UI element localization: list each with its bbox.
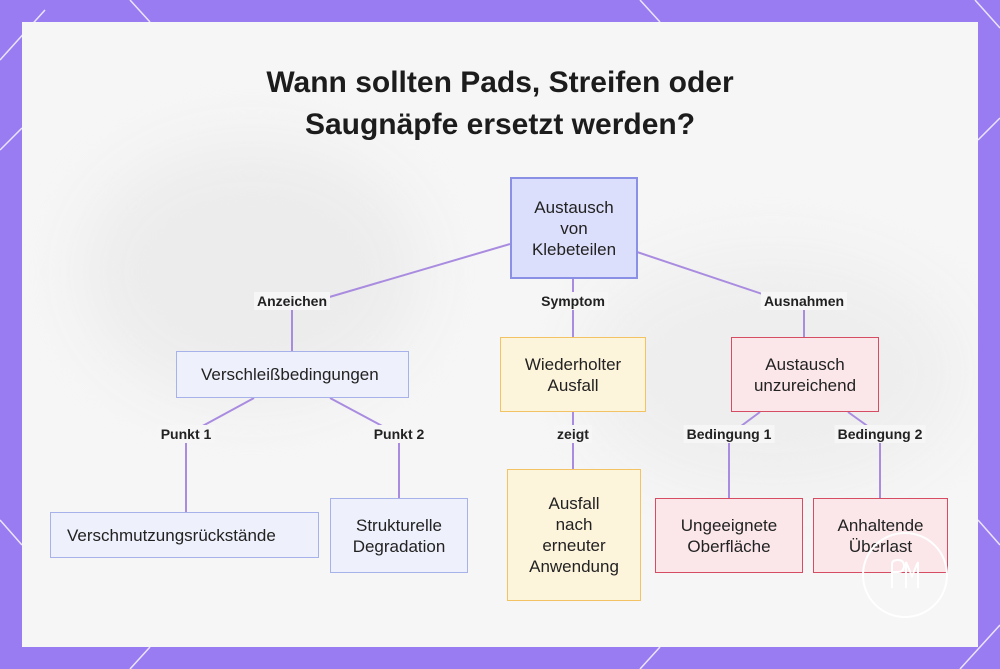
diagram-card: Wann sollten Pads, Streifen oder Saugnäp… <box>22 22 978 647</box>
diagram-title: Wann sollten Pads, Streifen oder Saugnäp… <box>22 62 978 146</box>
edge-label-condition1: Bedingung 1 <box>683 425 775 443</box>
title-line-2: Saugnäpfe ersetzt werden? <box>304 108 696 141</box>
node-wear-conditions: Verschleißbedingungen <box>176 351 409 398</box>
node-repeated-failure: Wiederholter Ausfall <box>500 337 646 412</box>
edge-label-condition2: Bedingung 2 <box>834 425 926 443</box>
node-unsuitable-surface: Ungeeignete Oberfläche <box>655 498 803 573</box>
edge-label-signs: Anzeichen <box>253 292 331 310</box>
edge-label-point1: Punkt 1 <box>157 425 215 443</box>
node-failure-after-reapply: Ausfall nach erneuter Anwendung <box>507 469 641 601</box>
node-replacement-insufficient: Austausch unzureichend <box>731 337 879 412</box>
edge-label-exceptions: Ausnahmen <box>760 292 848 310</box>
monogram-glyph-icon <box>891 558 919 588</box>
node-residue: Verschmutzungsrückstände <box>50 512 319 558</box>
edge-label-symptom: Symptom <box>538 292 608 310</box>
node-structural-degradation: Strukturelle Degradation <box>330 498 468 573</box>
node-root: Austausch von Klebeteilen <box>510 177 638 279</box>
logo-monogram-icon <box>862 532 948 618</box>
title-line-1: Wann sollten Pads, Streifen oder <box>266 66 734 99</box>
edge-label-point2: Punkt 2 <box>370 425 428 443</box>
edge-label-shows: zeigt <box>554 425 592 443</box>
